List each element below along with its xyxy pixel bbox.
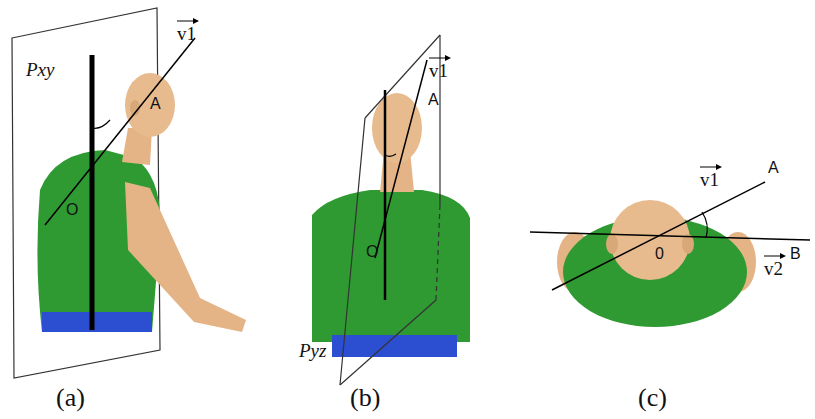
panel-caption: (b) (350, 385, 380, 411)
vector-label: v2 (764, 259, 783, 278)
panel-caption: (a) (56, 385, 85, 411)
torso (312, 190, 470, 342)
point-label: O (66, 202, 78, 218)
plane-label: Pyz (299, 341, 326, 360)
point-label: A (768, 160, 779, 176)
head (372, 93, 422, 163)
point-label: A (428, 92, 439, 108)
vector-label: v1 (177, 24, 196, 43)
vector-label: v1 (429, 61, 448, 80)
plane-outline (436, 205, 440, 300)
vector-line (45, 38, 195, 225)
plane-outline (340, 118, 365, 385)
panel-caption: (c) (638, 385, 667, 411)
point-label: 0 (655, 246, 664, 262)
angle-arc (92, 120, 110, 128)
pants (42, 312, 152, 332)
point-label: O (366, 244, 378, 260)
head (125, 73, 175, 137)
plane-outline (365, 35, 440, 118)
plane-outline (340, 300, 436, 385)
vertical-axis (90, 55, 95, 330)
vertical-axis (384, 90, 387, 300)
vector-line (375, 60, 427, 258)
vector-line (530, 232, 810, 240)
point-label: B (790, 246, 801, 262)
ear (606, 234, 618, 254)
angle-arc (702, 212, 707, 238)
plane-label: Pxy (26, 60, 54, 79)
point-label: A (150, 96, 161, 112)
pants (332, 335, 457, 357)
vector-label: v1 (700, 170, 719, 189)
arm (125, 182, 246, 332)
angle-arc (385, 154, 396, 156)
